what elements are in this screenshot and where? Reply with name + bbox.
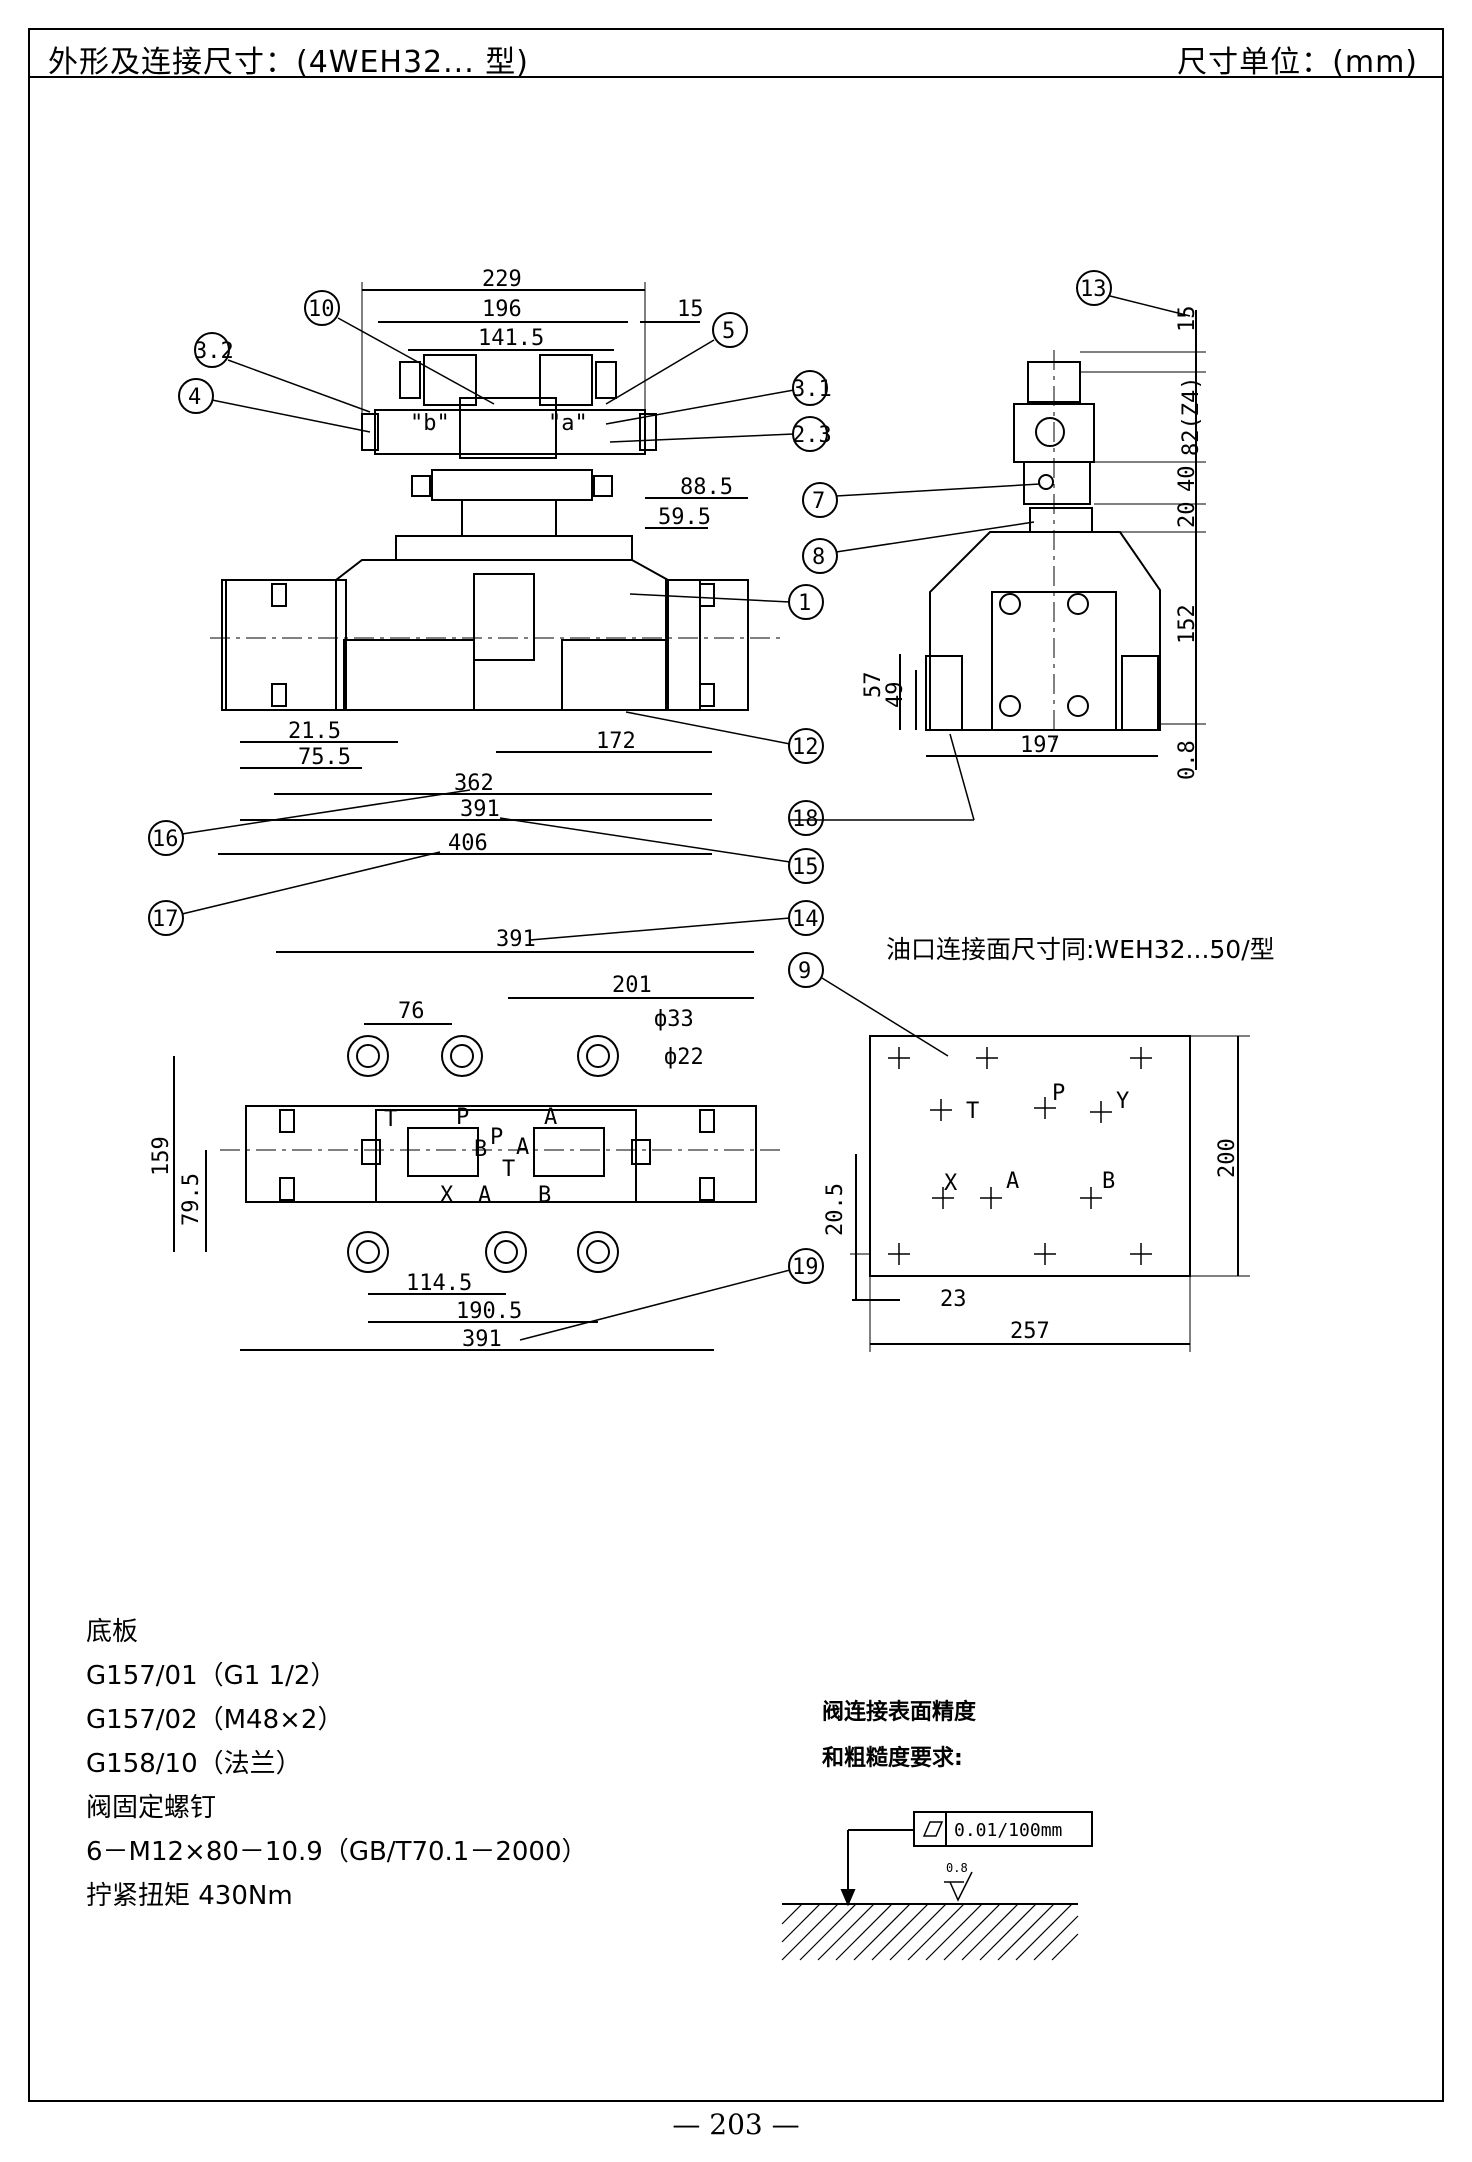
top-view: 391 201 76 ф33 ф22 T P A X A B B P A T 1… <box>149 927 780 1352</box>
side-dim-57: 57 <box>861 672 886 699</box>
subplate-notes: 底板 G157/01（G1 1/2） G157/02（M48×2） G158/1… <box>86 1610 588 1918</box>
callout-7: 7 <box>812 489 825 514</box>
callout-3-2: 3.2 <box>194 339 234 364</box>
side-dim-49: 49 <box>883 682 908 709</box>
side-view: 15 82(Z4) 40 20 152 57 49 197 0.8 <box>861 306 1206 780</box>
top-port-p-center: P <box>490 1125 503 1150</box>
callout-9: 9 <box>798 959 811 984</box>
top-port-t: T <box>384 1107 397 1132</box>
flatness-value: 0.01/100mm <box>954 1820 1062 1841</box>
dim-88-5: 88.5 <box>680 475 733 500</box>
dim-196: 196 <box>482 297 522 322</box>
dim-21-5: 21.5 <box>288 719 341 744</box>
side-dim-152: 152 <box>1175 604 1200 644</box>
side-dim-15: 15 <box>1175 306 1200 333</box>
page-number: — 203 — <box>672 2108 800 2141</box>
title-bar: 外形及连接尺寸：(4WEH32... 型) 尺寸单位：(mm) <box>28 28 1444 80</box>
top-dim-190-5: 190.5 <box>456 1299 522 1324</box>
side-dim-20: 20 <box>1175 502 1200 529</box>
callout-12: 12 <box>792 735 819 760</box>
note-line: 底板 <box>86 1617 139 1647</box>
surface-title: 阀连接表面精度 和粗糙度要求: <box>822 1690 976 1782</box>
callout-2-3: 2.3 <box>792 423 832 448</box>
drawing-title: 外形及连接尺寸：(4WEH32... 型) <box>48 45 529 80</box>
callout-4: 4 <box>188 385 201 410</box>
roughness-value: 0.8 <box>946 1861 968 1875</box>
note-line: G157/01（G1 1/2） <box>86 1661 337 1691</box>
label-a: "a" <box>548 411 588 436</box>
note-line: 拧紧扭矩 430Nm <box>86 1881 293 1911</box>
top-port-a2: A <box>478 1183 491 1208</box>
callout-19: 19 <box>792 1255 819 1280</box>
side-dim-82z4: 82(Z4) <box>1179 377 1204 456</box>
callout-1: 1 <box>798 591 811 616</box>
top-dim-79-5: 79.5 <box>179 1173 204 1226</box>
unit-label: 尺寸单位：(mm) <box>1177 45 1418 80</box>
top-port-a: A <box>544 1105 557 1130</box>
note-line: G158/10（法兰） <box>86 1749 302 1779</box>
port-face-title: 油口连接面尺寸同:WEH32...50/型 <box>886 935 1275 964</box>
front-view: 229 196 141.5 15 "b" "a" <box>210 267 780 856</box>
top-port-b-center: B <box>474 1137 487 1162</box>
drawing-frame <box>28 28 1444 2102</box>
port-y: Y <box>1116 1089 1129 1114</box>
callout-16: 16 <box>152 827 179 852</box>
callout-3-1: 3.1 <box>792 377 832 402</box>
top-dim-phi22: ф22 <box>664 1045 704 1070</box>
callout-8: 8 <box>812 545 825 570</box>
face-dim-20-5: 20.5 <box>823 1183 848 1236</box>
port-t: T <box>966 1099 979 1124</box>
callouts: 10 3.2 4 5 3.1 2.3 1 12 16 17 15 18 7 8 … <box>148 270 1191 1341</box>
face-dim-257: 257 <box>1010 1319 1050 1344</box>
side-dim-0-8: 0.8 <box>1175 740 1200 780</box>
port-a: A <box>1006 1169 1019 1194</box>
surface-title-line1: 阀连接表面精度 <box>822 1700 977 1725</box>
dim-15: 15 <box>677 297 704 322</box>
callout-5: 5 <box>722 319 735 344</box>
dim-406: 406 <box>448 831 488 856</box>
face-dim-200: 200 <box>1215 1138 1240 1178</box>
dim-75-5: 75.5 <box>298 745 351 770</box>
side-dim-197: 197 <box>1020 733 1060 758</box>
dim-141-5: 141.5 <box>478 326 544 351</box>
top-dim-phi33: ф33 <box>654 1007 694 1032</box>
top-port-t-center: T <box>502 1157 515 1182</box>
top-dim-114-5: 114.5 <box>406 1271 472 1296</box>
top-port-p: P <box>456 1105 469 1130</box>
note-line: 阀固定螺钉 <box>86 1793 217 1823</box>
surface-requirement: 0.01/100mm 0.8 <box>781 1811 1093 1961</box>
top-port-x: X <box>440 1183 454 1208</box>
port-face-view: T P Y X A B 200 20.5 23 257 <box>823 1035 1250 1352</box>
port-x: X <box>944 1171 958 1196</box>
surface-title-line2: 和粗糙度要求: <box>822 1746 963 1771</box>
top-dim-391: 391 <box>496 927 536 952</box>
callout-14: 14 <box>792 907 819 932</box>
top-dim-201: 201 <box>612 973 652 998</box>
face-dim-23: 23 <box>940 1287 967 1312</box>
note-line: 6－M12×80－10.9（GB/T70.1－2000） <box>86 1837 588 1867</box>
top-dim-159: 159 <box>149 1136 174 1176</box>
dim-391: 391 <box>460 797 500 822</box>
top-port-a-center: A <box>516 1135 529 1160</box>
side-dim-40: 40 <box>1175 466 1200 493</box>
dim-59-5: 59.5 <box>658 505 711 530</box>
top-dim-76: 76 <box>398 999 425 1024</box>
top-dim-391-bottom: 391 <box>462 1327 502 1352</box>
label-b: "b" <box>410 411 450 436</box>
callout-17: 17 <box>152 907 179 932</box>
port-p: P <box>1052 1081 1065 1106</box>
dim-172: 172 <box>596 729 636 754</box>
callout-10: 10 <box>308 297 335 322</box>
port-b: B <box>1102 1169 1115 1194</box>
top-port-b: B <box>538 1183 551 1208</box>
callout-13: 13 <box>1080 277 1107 302</box>
dim-229: 229 <box>482 267 522 292</box>
note-line: G157/02（M48×2） <box>86 1705 344 1735</box>
callout-15: 15 <box>792 855 819 880</box>
